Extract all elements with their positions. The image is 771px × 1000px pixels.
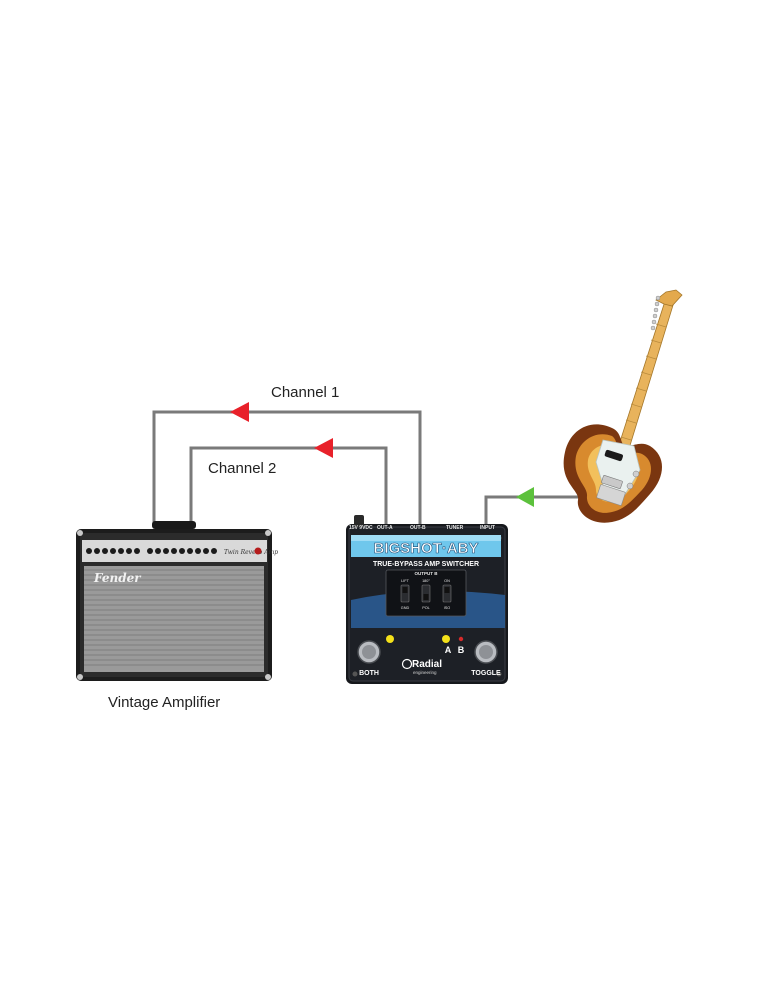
toggle-footswitch[interactable] <box>474 640 498 664</box>
channel-2-arrow <box>314 438 333 458</box>
switch-top-label-2: 180° <box>422 579 430 583</box>
vintage-amplifier: Twin Reverb Amp Fender <box>76 521 278 681</box>
jack-label-tuner: TUNER <box>446 525 464 531</box>
footswitch-left-label: BOTH <box>359 670 379 677</box>
switch-bottom-label-3: ISO <box>444 606 451 610</box>
switch-bottom-label-2: POL <box>422 606 430 610</box>
jack-label-power: 15V 9VDC <box>349 525 373 531</box>
switch-bottom-label-1: GND <box>401 606 410 610</box>
jack-label-input: INPUT <box>480 525 495 531</box>
channel-2-label: Channel 2 <box>208 460 277 477</box>
power-jack <box>354 515 364 527</box>
radial-logo-icon <box>401 658 413 670</box>
switch-top-label-1: LIFT <box>401 579 409 583</box>
amp-jewel-light <box>254 547 262 555</box>
jack-label-out-a: OUT-A <box>377 525 393 531</box>
switch-top-label-3: ON <box>444 579 450 583</box>
pedal-subtitle: TRUE-BYPASS AMP SWITCHER <box>373 561 479 568</box>
amp-knobs <box>86 548 217 554</box>
amp-grille <box>84 566 264 672</box>
channel-1-label: Channel 1 <box>271 384 340 401</box>
both-led <box>386 635 394 643</box>
b-led <box>458 636 464 642</box>
a-led <box>442 635 450 643</box>
footswitch-right-label: TOGGLE <box>471 670 501 677</box>
pedal-name: BIGSHOT·ABY <box>374 540 479 557</box>
electric-guitar <box>563 289 683 523</box>
bigshot-aby-pedal: 15V 9VDC OUT-A OUT-B TUNER INPUT BIGSHOT… <box>346 515 508 684</box>
jack-label-out-b: OUT-B <box>410 525 426 531</box>
channel-1-arrow <box>230 402 249 422</box>
led-a-label: A <box>445 645 452 655</box>
output-b-title: OUTPUT B <box>415 571 439 576</box>
pedal-brand-sub: engineering <box>413 670 437 675</box>
led-b-label: B <box>458 645 465 655</box>
both-footswitch[interactable] <box>357 640 381 664</box>
cable-guitar-input <box>484 495 580 524</box>
cable-channel-2 <box>189 446 388 527</box>
amplifier-caption: Vintage Amplifier <box>108 694 221 711</box>
input-arrow <box>516 487 534 507</box>
cable-channel-1 <box>152 410 422 527</box>
amp-model-script: Twin Reverb Amp <box>224 549 278 556</box>
pedal-brand: Radial <box>412 659 442 670</box>
amp-logo: Fender <box>93 571 142 585</box>
